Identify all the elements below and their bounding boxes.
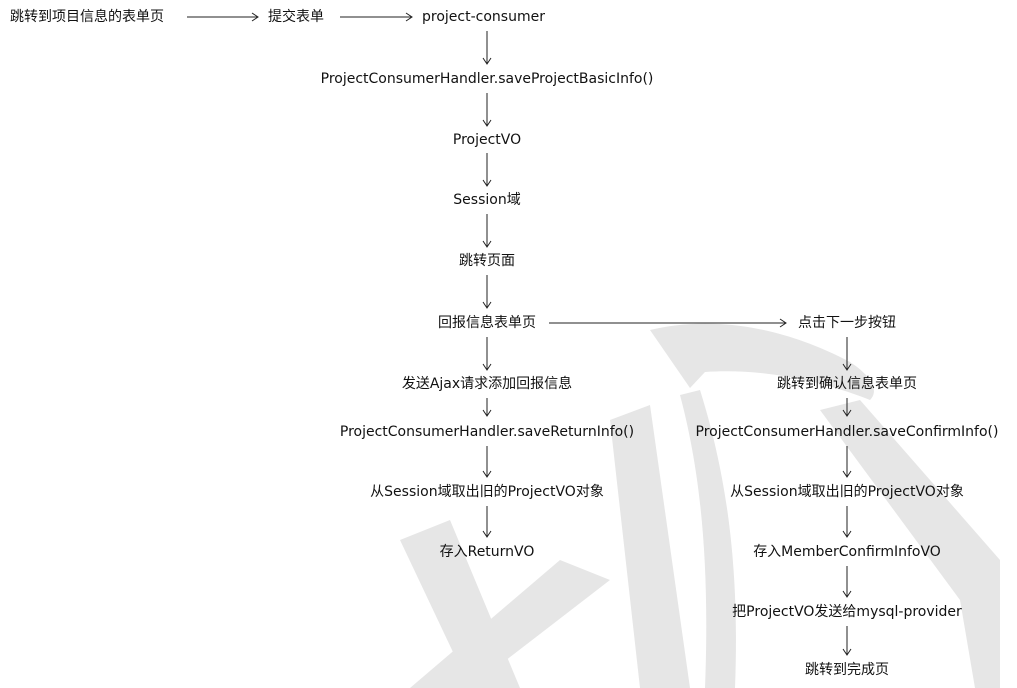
node-save-project-basic-info: ProjectConsumerHandler.saveProjectBasicI… [320, 71, 654, 87]
node-redirect-page: 跳转页面 [459, 253, 515, 269]
node-store-return-vo: 存入ReturnVO [439, 544, 535, 560]
node-click-next: 点击下一步按钮 [798, 315, 896, 331]
node-form-page: 跳转到项目信息的表单页 [10, 9, 164, 25]
node-send-to-mysql-provider: 把ProjectVO发送给mysql-provider [732, 604, 962, 620]
node-confirm-info-form: 跳转到确认信息表单页 [777, 376, 917, 392]
node-session-scope: Session域 [453, 192, 521, 208]
node-send-ajax: 发送Ajax请求添加回报信息 [401, 376, 573, 392]
node-submit-form: 提交表单 [268, 9, 324, 25]
node-project-consumer: project-consumer [422, 9, 545, 25]
node-left-get-project-vo: 从Session域取出旧的ProjectVO对象 [370, 484, 604, 500]
node-project-vo: ProjectVO [452, 132, 522, 148]
node-return-info-form: 回报信息表单页 [438, 315, 536, 331]
node-finish-page: 跳转到完成页 [805, 662, 889, 678]
node-save-return-info: ProjectConsumerHandler.saveReturnInfo() [339, 424, 635, 440]
node-store-member-confirm-info-vo: 存入MemberConfirmInfoVO [753, 544, 941, 560]
node-save-confirm-info: ProjectConsumerHandler.saveConfirmInfo() [695, 424, 999, 440]
node-right-get-project-vo: 从Session域取出旧的ProjectVO对象 [730, 484, 964, 500]
